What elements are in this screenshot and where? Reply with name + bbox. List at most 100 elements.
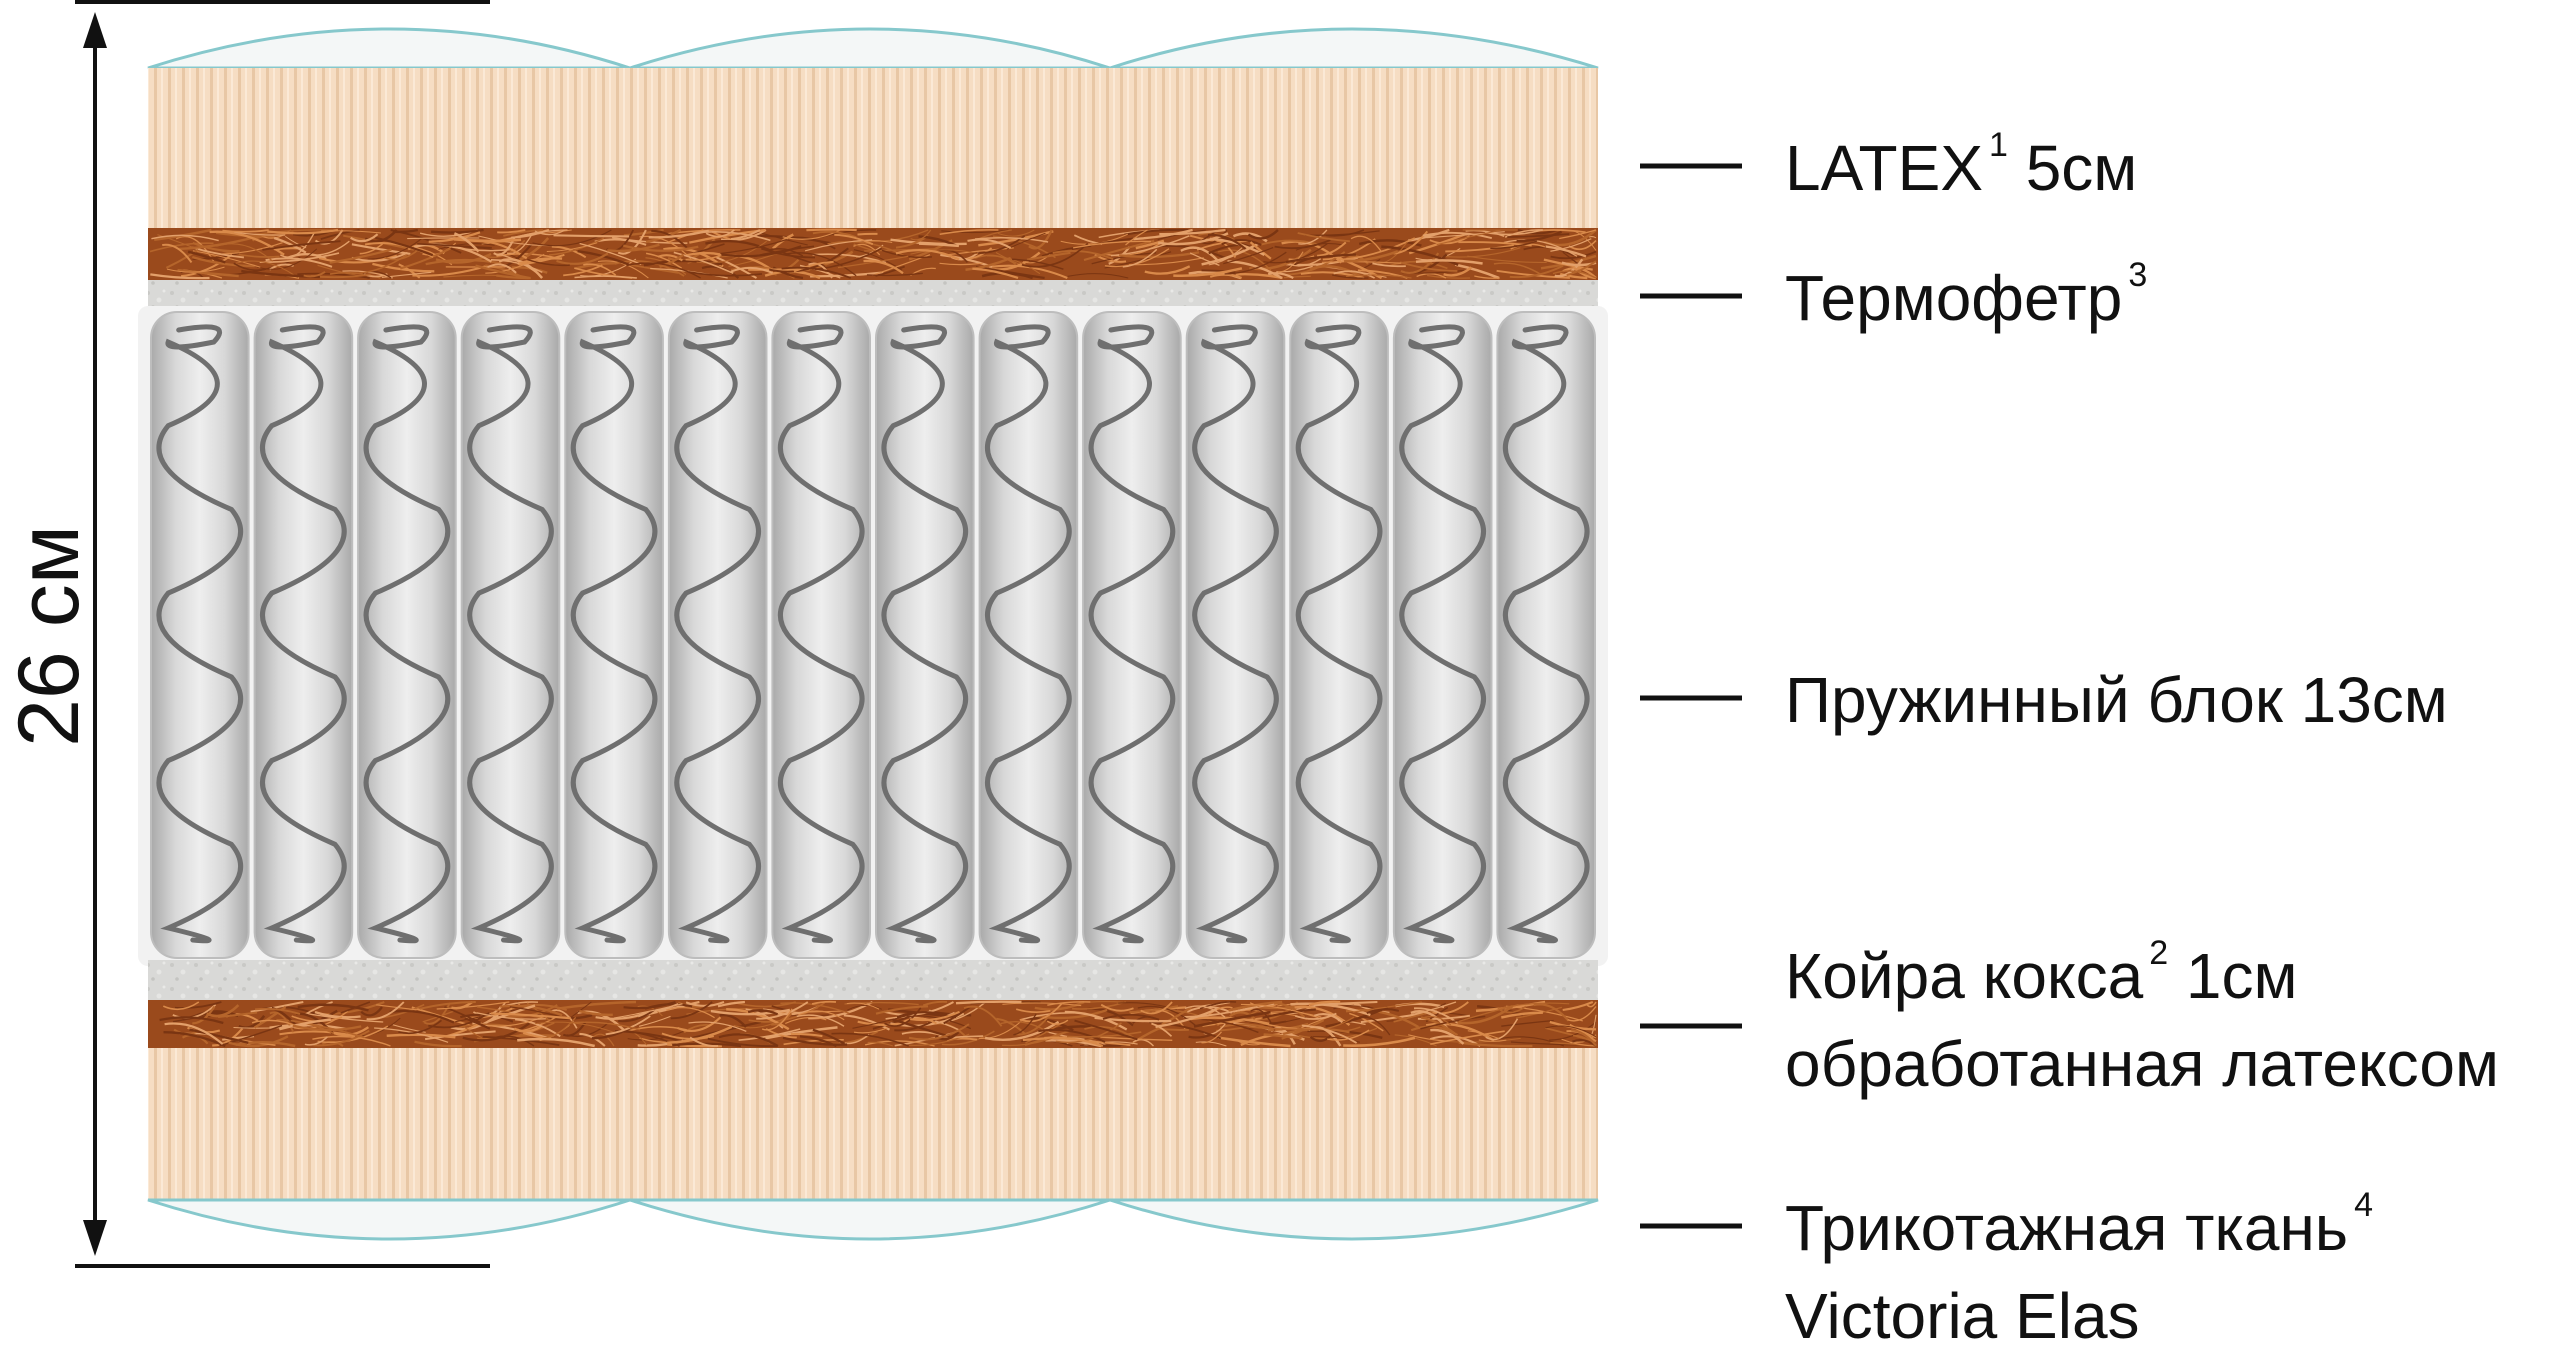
coir-fiber: [963, 1005, 1003, 1027]
coir-fiber: [222, 229, 269, 233]
dimension-arrow-up: [83, 12, 107, 48]
coir-fiber: [1184, 1005, 1226, 1018]
coir-fiber: [517, 1037, 596, 1048]
coir-fiber: [511, 229, 549, 239]
coir-fiber: [254, 229, 332, 236]
coir-fiber: [228, 1041, 260, 1048]
coir-fiber: [212, 1027, 244, 1047]
coir-fiber: [187, 250, 226, 264]
coir-fiber: [314, 1010, 361, 1019]
label-spring: Пружинный блок 13см: [1785, 664, 2448, 736]
coir-fiber: [1399, 261, 1458, 272]
coir-fiber: [419, 1001, 476, 1010]
coir-fiber: [392, 1024, 426, 1033]
coir-fiber: [1344, 250, 1399, 263]
coir-fiber: [1232, 232, 1268, 243]
coir-fiber: [1317, 241, 1347, 257]
coir-fiber: [505, 243, 533, 268]
coir-fiber: [579, 242, 642, 266]
spring-coil: [985, 324, 1072, 944]
coir-fiber: [1501, 1011, 1543, 1019]
coir-fiber: [651, 229, 688, 249]
coir-fiber: [769, 248, 804, 257]
coir-fiber: [1140, 1001, 1173, 1015]
coir-fiber: [359, 243, 384, 255]
coir-fiber: [159, 1016, 224, 1025]
spring-pocket: [771, 311, 872, 959]
coir-fiber: [747, 1009, 779, 1016]
spring-coil: [467, 324, 554, 944]
coir-fiber: [613, 1003, 683, 1019]
coir-fiber: [412, 265, 486, 277]
spring-pocket: [150, 311, 250, 959]
coir-fiber: [657, 254, 683, 262]
coir-fiber: [781, 266, 852, 279]
coir-fiber: [717, 1000, 745, 1008]
coir-fiber: [206, 1004, 240, 1018]
coir-fiber: [1028, 229, 1053, 250]
spring-coil: [1295, 324, 1383, 944]
coir-fiber: [761, 1008, 793, 1031]
coir-fiber: [645, 252, 683, 269]
coir-fiber: [312, 1035, 391, 1047]
coir-fiber: [965, 256, 1012, 271]
coir-fiber: [1420, 1015, 1486, 1030]
coir-fiber: [238, 1015, 266, 1030]
coir-fiber: [996, 1017, 1026, 1035]
coir-fiber: [710, 1008, 791, 1016]
coir-fiber: [1422, 231, 1493, 239]
coir-fiber: [1332, 274, 1369, 279]
coir-fiber: [163, 1030, 226, 1048]
coir-fiber: [360, 1006, 383, 1017]
coir-fiber: [485, 263, 517, 274]
coir-fiber: [1540, 229, 1586, 234]
coir-fiber: [1474, 275, 1500, 279]
coir-fiber: [542, 1016, 577, 1039]
coir-fiber: [1417, 1014, 1471, 1020]
coir-fiber: [1110, 235, 1190, 257]
coir-fiber: [808, 262, 833, 279]
coir-fiber: [150, 273, 210, 280]
coir-fiber: [1517, 228, 1558, 235]
coir-fiber: [548, 237, 605, 256]
coir-fiber: [192, 250, 261, 268]
coir-fiber: [235, 260, 299, 279]
coir-fiber: [1124, 228, 1189, 236]
coir-fiber: [689, 1036, 719, 1048]
coir-fiber: [666, 1006, 715, 1019]
coir-fiber: [847, 1004, 883, 1011]
coir-fiber: [517, 257, 563, 265]
coir-fiber: [430, 228, 484, 234]
coir-fiber: [1490, 240, 1538, 250]
coir-fiber: [719, 1013, 747, 1028]
coir-fiber: [177, 268, 239, 278]
coir-fiber: [1559, 229, 1597, 240]
coir-fiber: [1339, 237, 1416, 261]
coir-fiber: [262, 240, 341, 251]
coir-fiber: [811, 1000, 837, 1005]
coir-fiber: [189, 1028, 249, 1044]
spring-pocket: [1289, 311, 1389, 959]
coir-fiber: [495, 1035, 535, 1047]
coir-fiber: [1300, 271, 1365, 279]
coir-fiber: [579, 1032, 606, 1047]
coir-fiber: [423, 1002, 451, 1025]
spring-pocket: [667, 311, 768, 959]
coir-fiber: [707, 1037, 778, 1048]
coir-fiber: [1441, 1037, 1521, 1043]
coir-fiber: [513, 1025, 542, 1033]
coir-fiber: [234, 231, 286, 236]
coir-fiber: [670, 1001, 713, 1020]
coir-fiber: [981, 271, 1034, 280]
coir-fiber: [1346, 274, 1412, 279]
coir-fiber: [1002, 1002, 1082, 1007]
coir-fiber: [718, 1033, 779, 1047]
spring-coil: [1399, 324, 1486, 944]
coir-fiber: [780, 1002, 850, 1015]
coir-fiber: [286, 253, 327, 260]
coir-fiber: [1083, 239, 1155, 262]
coir-fiber: [1294, 1012, 1337, 1020]
coir-fiber: [398, 1019, 443, 1035]
